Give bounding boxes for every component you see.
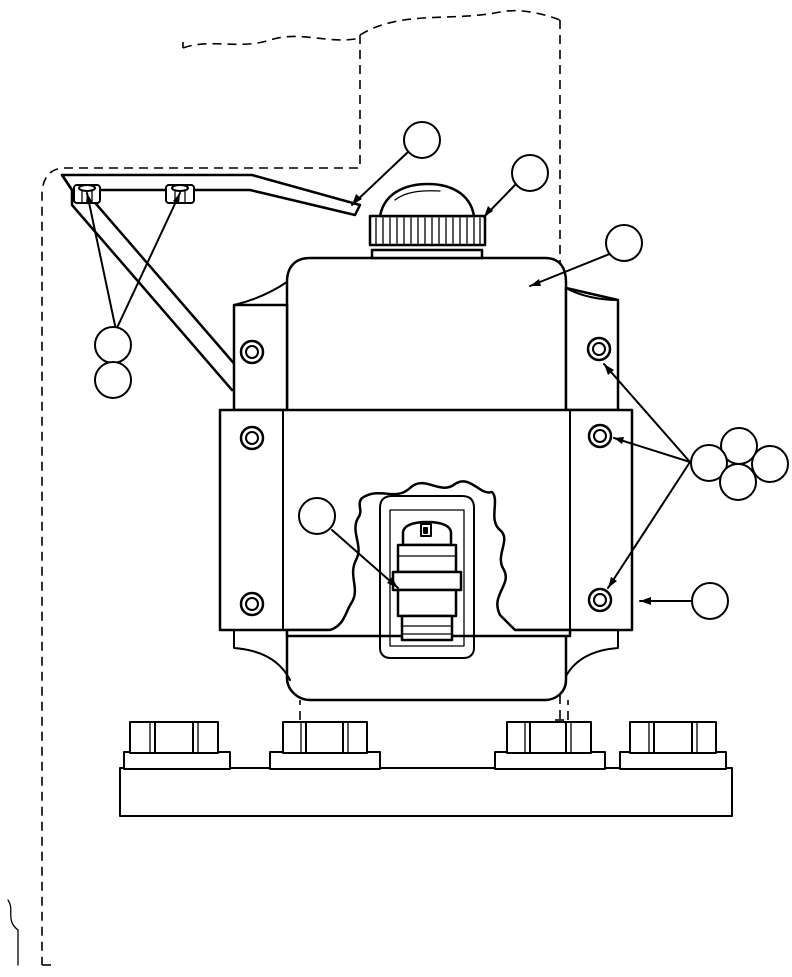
- callout-sensor-switch: [298, 497, 336, 535]
- mount-bolt-middle-right: [587, 423, 613, 449]
- sensor-switch: [391, 520, 463, 642]
- cap-knurling: [375, 217, 481, 245]
- callout-bolt-group: [690, 427, 789, 501]
- base-plate: [119, 751, 733, 817]
- mount-bolt-middle-left: [239, 425, 265, 451]
- callout-cap-seal: [403, 121, 441, 159]
- callout-strap: [691, 582, 729, 620]
- callout-bracket-nut-a: [94, 326, 132, 364]
- upper-bracket: [60, 173, 362, 392]
- callout-filler-cap: [511, 154, 549, 192]
- base-bolt-2: [282, 721, 368, 754]
- base-bolt-4: [629, 721, 717, 754]
- base-bolt-1: [129, 721, 219, 754]
- mount-bolt-upper-right: [586, 336, 612, 362]
- callout-reservoir: [605, 224, 643, 262]
- mount-bolt-lower-right: [587, 587, 613, 613]
- leader-lines: [86, 151, 693, 605]
- mount-bolt-lower-left: [239, 591, 265, 617]
- filler-cap: [368, 182, 487, 260]
- callout-bracket-nut-b: [94, 361, 132, 399]
- base-bolt-3: [506, 721, 592, 754]
- mount-bolt-upper-left: [239, 339, 265, 365]
